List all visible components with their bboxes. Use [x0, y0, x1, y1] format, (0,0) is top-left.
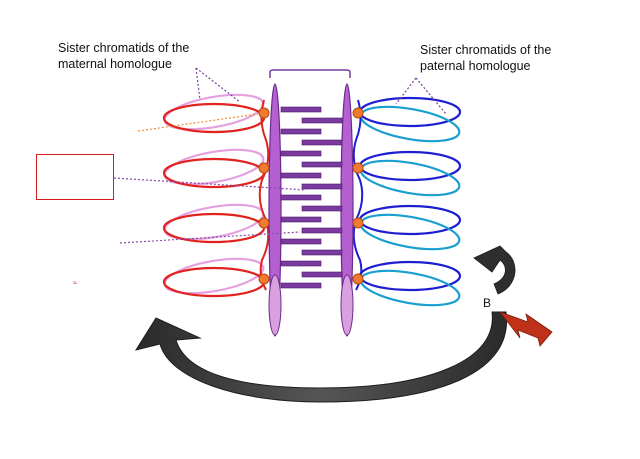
attachment-nodes [258, 107, 364, 285]
break-point-label: B [483, 296, 492, 310]
lateral-element-right-lower [340, 274, 354, 336]
central-region-bracket [269, 69, 351, 78]
small-red-mark: ≈ [73, 280, 77, 287]
maternal-label-line-2: maternal homologue [58, 57, 172, 71]
paternal-homologue-label: Sister chromatids of the paternal homolo… [420, 42, 551, 74]
paternal-label-line-1: Sister chromatids of the [420, 43, 552, 57]
pointer-lines [113, 67, 447, 244]
maternal-homologue-label: Sister chromatids of the maternal homolo… [58, 40, 189, 72]
rotation-arrow-icon [473, 245, 516, 295]
maternal-label-line-1: Sister chromatids of the [58, 41, 190, 55]
lateral-element-left-lower [268, 274, 282, 336]
paternal-chromatid-loops [358, 96, 462, 307]
return-arrow-icon [134, 311, 508, 403]
lateral-element-left [268, 83, 282, 337]
paternal-label-line-2: paternal homologue [420, 59, 531, 73]
empty-label-box [36, 154, 114, 200]
lightning-bolt-icon [498, 311, 553, 347]
transverse-filaments [280, 106, 343, 289]
maternal-chromatin-strand [258, 99, 270, 291]
paternal-chromatin-strand [352, 99, 364, 291]
